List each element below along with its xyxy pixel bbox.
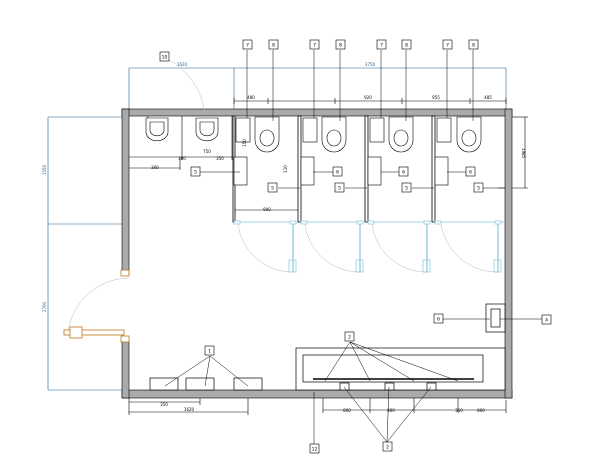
dimension-lines: [47, 67, 507, 391]
dim-urinal-4: 350: [216, 156, 224, 161]
tag-5b: 5: [271, 186, 274, 192]
tag-2b: 2: [386, 445, 389, 451]
tag-7d: 7: [446, 43, 449, 49]
dim-sub-2: 920: [364, 95, 372, 100]
dimension-labels: 1620 3750 480 920 955 485 1985 1550 2700…: [42, 62, 526, 413]
tag-6c: 6: [469, 170, 472, 176]
tag-1: 1: [208, 349, 211, 355]
urinals: [145, 116, 233, 160]
dim-sink-a: 350: [160, 402, 168, 407]
tag-5c: 5: [338, 186, 341, 192]
tag-5d: 5: [405, 186, 408, 192]
tag-12: 12: [312, 447, 318, 453]
entrance-door: [63, 269, 130, 343]
dim-left-upper: 1550: [42, 164, 47, 175]
hand-dryer: [485, 303, 506, 333]
water-closets: [235, 116, 482, 153]
tag-6d: 6: [437, 317, 440, 323]
tag-8a: 8: [272, 43, 275, 49]
stall-doors: [233, 220, 502, 273]
dim-urinal-3: 300: [178, 156, 186, 161]
dim-cubicle-width: 900: [263, 207, 271, 212]
tag-7a: 7: [246, 43, 249, 49]
callout-tag-labels: 7 8 7 8 7 8 7 8 10 5 5 5 5 5 6 6 6 6 1 2…: [162, 43, 548, 453]
dim-urinal-1: 300: [151, 165, 159, 170]
dim-counter-4: 800: [477, 408, 485, 413]
tag-6b: 6: [402, 170, 405, 176]
tag-6a: 6: [336, 170, 339, 176]
dim-left-lower: 2700: [42, 301, 47, 312]
tag-10: 10: [162, 55, 168, 61]
vanity-counter: [295, 347, 506, 391]
dim-partition-1: 150: [242, 139, 247, 147]
dim-urinal-2: 750: [203, 149, 211, 154]
callout-tags: [159, 39, 552, 454]
dim-counter-3: 350: [455, 408, 463, 413]
stall-fixtures: [233, 156, 449, 186]
dim-partition-2: 110: [283, 165, 288, 173]
tag-8c: 8: [405, 43, 408, 49]
tag-5a: 5: [194, 170, 197, 176]
dim-right-side: 1985: [521, 148, 526, 159]
tag-7b: 7: [313, 43, 316, 49]
wash-basins: [149, 377, 263, 391]
dim-sub-1: 480: [247, 95, 255, 100]
tag-5e: 5: [477, 186, 480, 192]
door-swing-arcs: [67, 57, 499, 334]
dim-top-left: 1620: [177, 62, 188, 67]
dim-sub-4: 485: [484, 95, 492, 100]
tag-7c: 7: [380, 43, 383, 49]
tag-8d: 8: [472, 43, 475, 49]
dim-counter-1: 800: [343, 408, 351, 413]
dim-top-right: 3750: [365, 62, 376, 67]
tag-8b: 8: [339, 43, 342, 49]
tag-4: 4: [545, 318, 548, 324]
dim-sub-3: 955: [432, 95, 440, 100]
leader-lines: [164, 50, 542, 444]
dim-sink-b: 1620: [184, 407, 195, 412]
dim-counter-2: 800: [387, 408, 395, 413]
tag-2a: 2: [348, 335, 351, 341]
